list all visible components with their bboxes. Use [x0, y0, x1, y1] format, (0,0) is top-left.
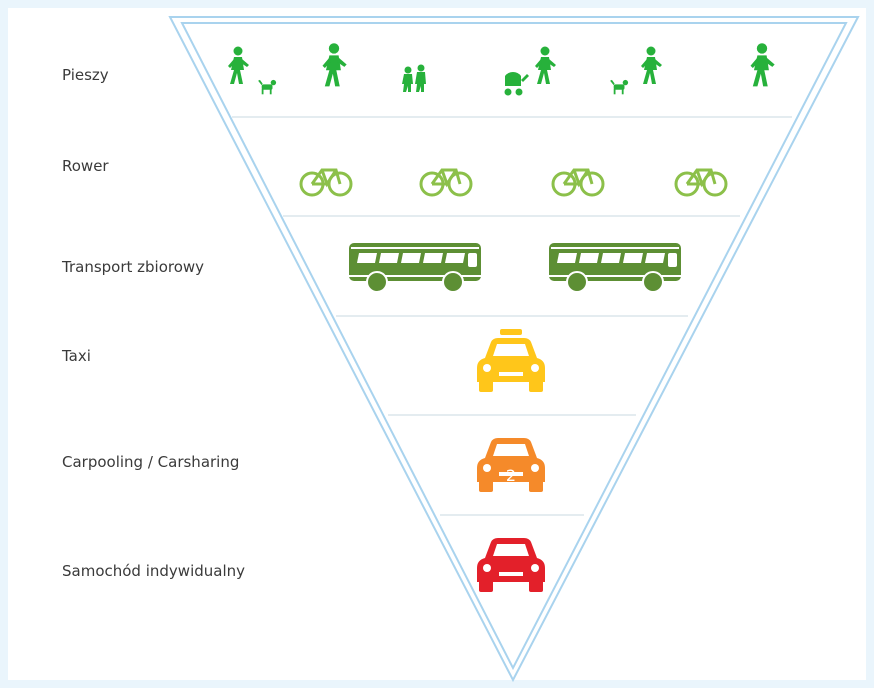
bicycle-icon — [419, 146, 473, 197]
bus-icon — [348, 242, 482, 293]
taxi-icon — [477, 338, 545, 392]
level-label-pedestrian: Pieszy — [62, 66, 109, 84]
level-separators — [232, 116, 792, 516]
walker-with-dog-icon — [610, 46, 662, 95]
public-transport-level-icons — [348, 242, 682, 293]
walker-with-stroller-icon — [504, 46, 556, 96]
bicycle-icon — [299, 146, 353, 197]
level-label-taxi: Taxi — [62, 347, 91, 365]
car-icon — [477, 538, 545, 592]
bicycle-icon — [551, 146, 605, 197]
bicycle-level-icons — [299, 146, 728, 197]
level-label-public-transport: Transport zbiorowy — [62, 258, 205, 276]
walker-with-dog-icon — [228, 46, 277, 95]
pedestrian-level-icons — [228, 43, 775, 96]
taxi-level-icons — [477, 329, 545, 392]
level-label-private-car: Samochód indywidualny — [62, 562, 246, 580]
walker-icon — [750, 43, 775, 87]
bus-icon — [548, 242, 682, 293]
taxi-sign-icon — [500, 329, 522, 335]
bicycle-icon — [674, 146, 728, 197]
pyramid-outline-outer — [168, 16, 860, 683]
carpool-badge: 2 — [506, 466, 516, 485]
level-label-carpooling: Carpooling / Carsharing — [62, 453, 240, 471]
carpooling-level-icons: 2 — [477, 438, 545, 492]
private-car-level-icons — [477, 538, 545, 592]
level-label-bicycle: Rower — [62, 157, 109, 175]
children-icon — [402, 64, 426, 92]
pyramid-outline-inner — [180, 22, 848, 671]
walker-icon — [322, 43, 347, 87]
